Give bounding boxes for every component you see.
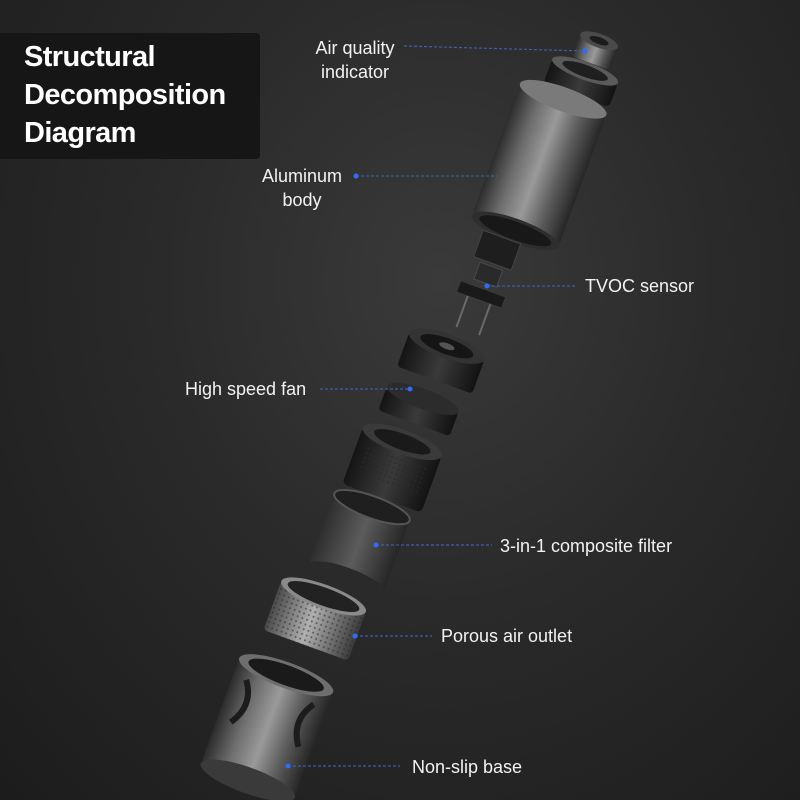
label-high-speed-fan: High speed fan — [185, 379, 307, 399]
label-tvoc-sensor: TVOC sensor — [585, 276, 695, 296]
fan-holder-part — [379, 382, 459, 436]
aluminum-body-part — [471, 79, 607, 251]
title-box: Structural Decomposition Diagram — [0, 33, 260, 159]
leader-dot-porous-outlet — [352, 633, 358, 639]
title-line-2: Decomposition — [24, 79, 226, 111]
label-composite-filter: 3-in-1 composite filter — [500, 536, 673, 556]
fan-part — [398, 328, 485, 393]
leader-air-quality — [403, 45, 586, 52]
label-porous-air-outlet: Porous air outlet — [441, 626, 573, 646]
tvoc-sensor-part — [455, 229, 522, 336]
label-aluminum-body: Aluminum body — [252, 164, 352, 212]
ring-part — [544, 56, 619, 106]
top-cap-part — [573, 31, 619, 69]
base-part — [200, 654, 334, 800]
leader-dot-aluminum-body — [353, 173, 359, 179]
title-line-3: Diagram — [24, 117, 136, 149]
label-non-slip-base: Non-slip base — [412, 757, 523, 777]
leader-dot-high-speed-fan — [407, 386, 413, 392]
porous-outlet-part — [264, 577, 367, 660]
label-air-quality-indicator: Air quality indicator — [300, 36, 410, 84]
label-air-quality-line-2: indicator — [320, 62, 390, 82]
title-line-1: Structural — [24, 41, 156, 73]
leader-dot-composite-filter — [373, 542, 379, 548]
label-air-quality-line-1: Air quality — [315, 38, 395, 58]
leader-dot-non-slip-base — [285, 763, 291, 769]
filter-cap-part — [343, 423, 442, 512]
label-aluminum-line-2: body — [282, 190, 322, 210]
leader-dot-air-quality — [582, 48, 588, 54]
leader-dot-tvoc-sensor — [484, 283, 490, 289]
label-aluminum-line-1: Aluminum — [261, 166, 343, 186]
composite-filter-part — [308, 488, 411, 596]
